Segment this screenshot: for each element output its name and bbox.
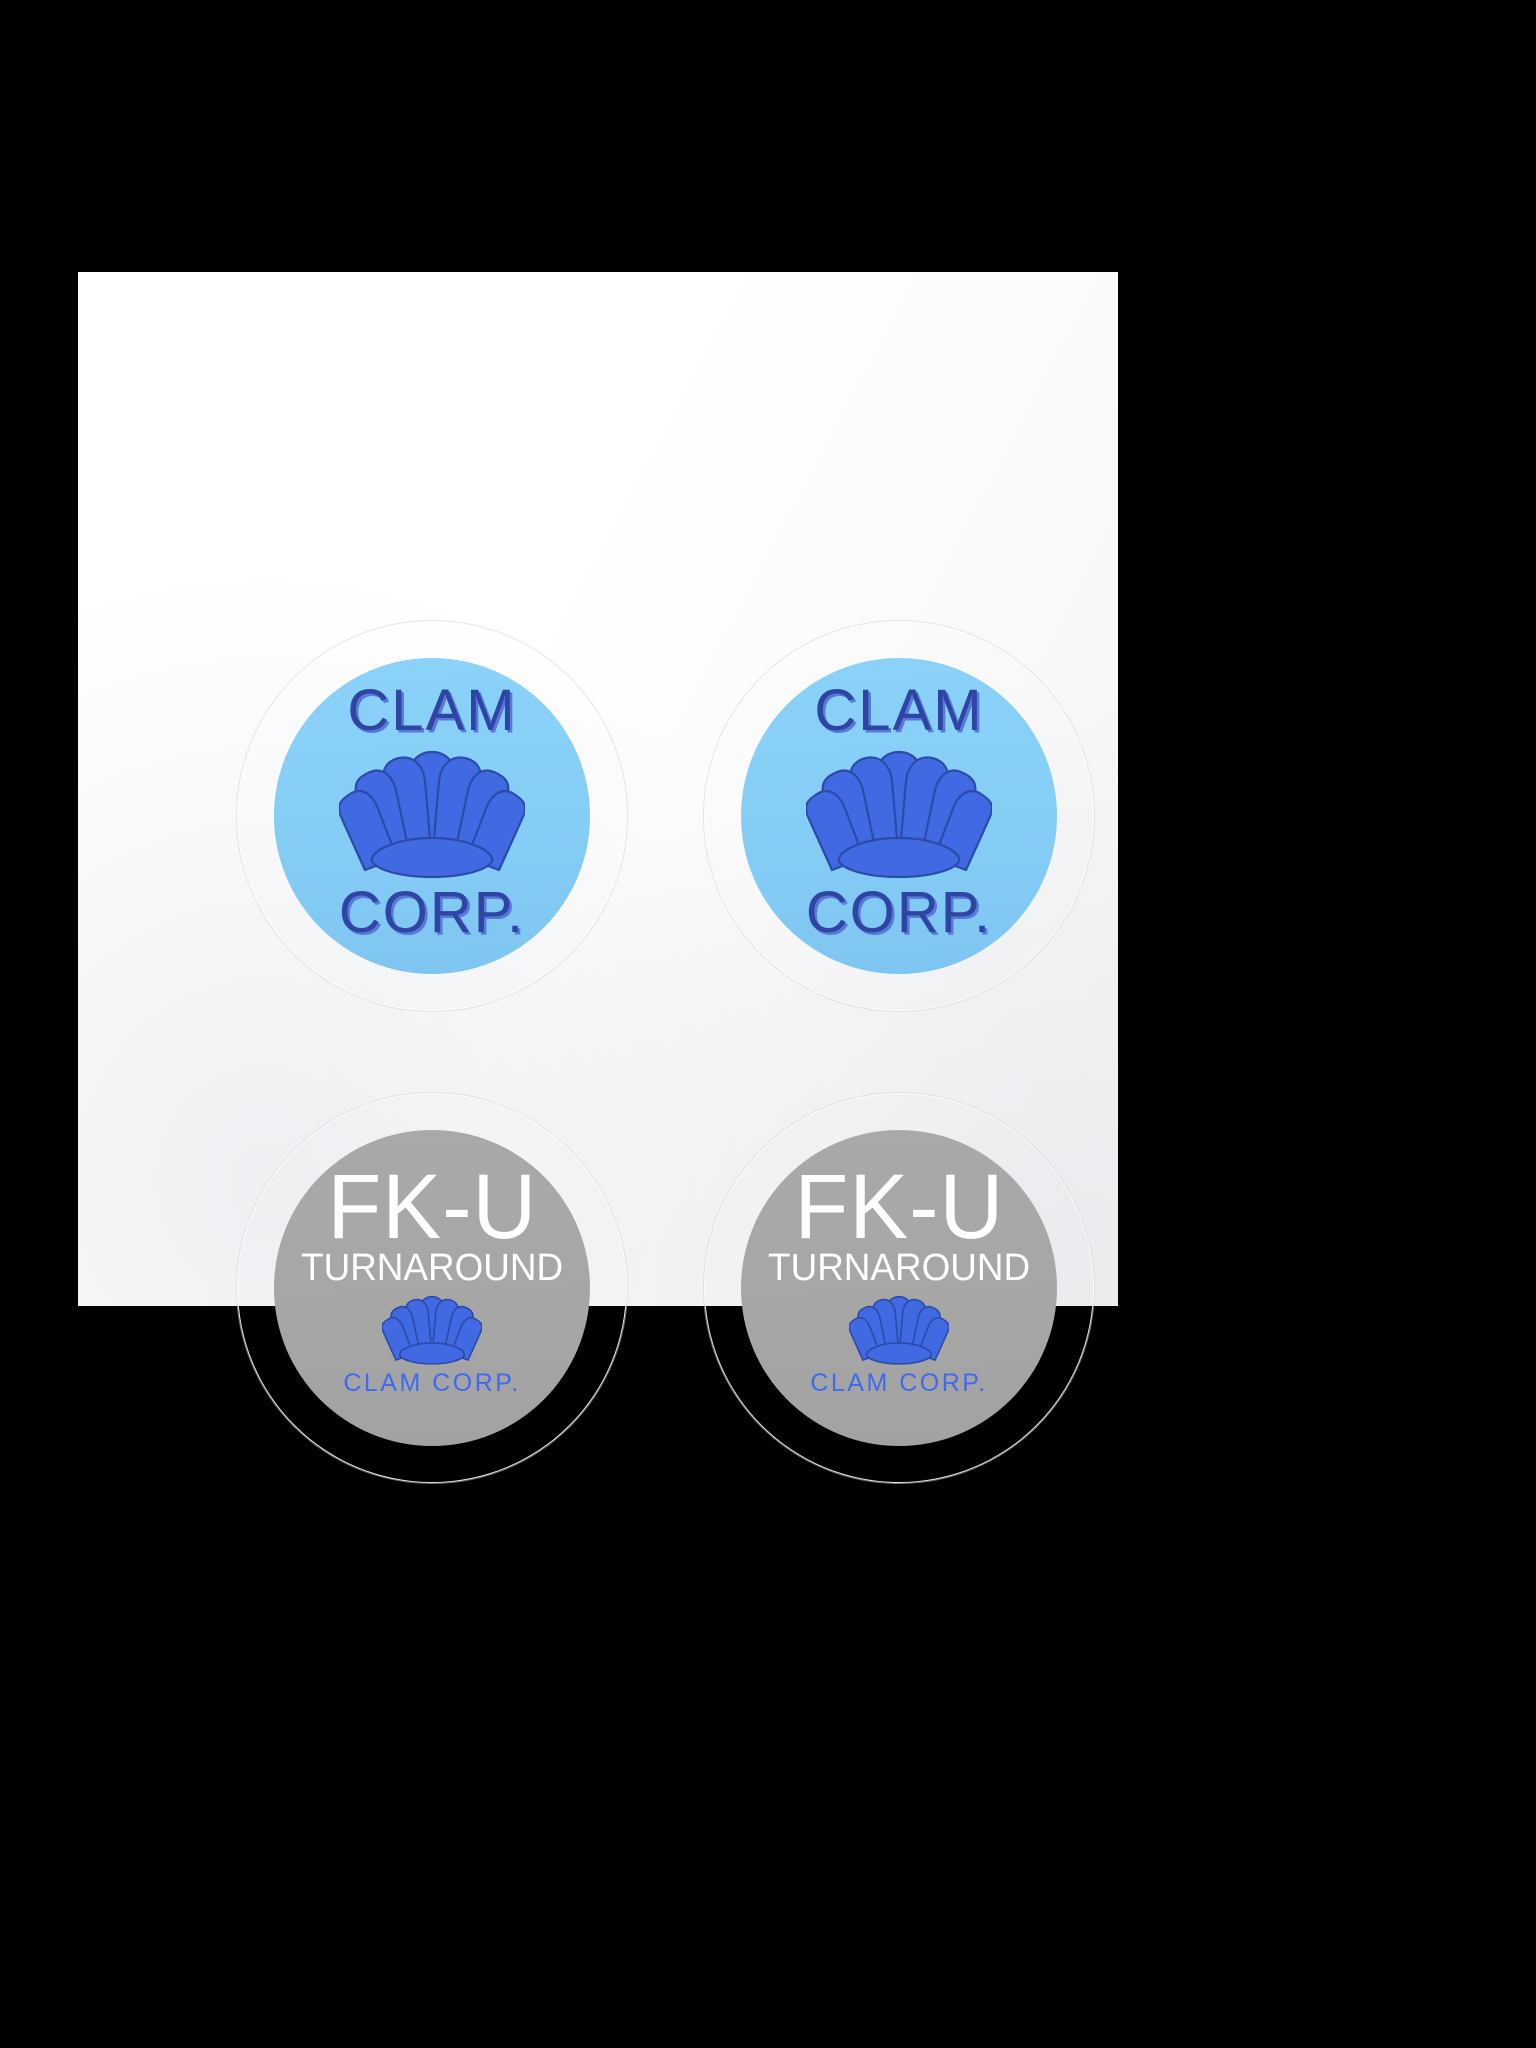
sticker-disc: FK-U TURNAROUND	[741, 1130, 1057, 1446]
sticker-fk-u-bottom-right[interactable]: FK-U TURNAROUND	[703, 1092, 1095, 1484]
fk-u-headline: FK-U	[327, 1156, 537, 1258]
fk-u-footer-label: CLAM CORP.	[343, 1369, 521, 1398]
fk-u-artwork: FK-U TURNAROUND	[274, 1130, 590, 1446]
scallop-shell-icon	[849, 1293, 949, 1367]
scallop-shell-svg	[849, 1295, 949, 1365]
fk-u-headline: FK-U	[794, 1156, 1004, 1258]
sticker-disc: FK-U TURNAROUND	[274, 1130, 590, 1446]
scallop-shell-icon	[339, 746, 525, 882]
die-cut-outline	[703, 1092, 1095, 1484]
scallop-shell-svg	[382, 1295, 482, 1365]
fk-u-footer-label: CLAM CORP.	[810, 1369, 988, 1398]
sticker-clam-corp-top-left[interactable]: CLAM	[236, 620, 628, 1012]
sticker-disc: CLAM	[274, 658, 590, 974]
sticker-grid: CLAM	[78, 272, 1118, 1484]
clam-top-label: CLAM	[347, 678, 517, 743]
clam-top-label: CLAM	[814, 678, 984, 743]
clam-bottom-label: CORP.	[805, 880, 993, 945]
scallop-shell-svg	[339, 750, 525, 879]
clam-corp-artwork: CLAM	[274, 658, 590, 974]
clam-corp-artwork: CLAM	[741, 658, 1057, 974]
sticker-fk-u-bottom-left[interactable]: FK-U TURNAROUND	[236, 1092, 628, 1484]
die-cut-outline	[703, 620, 1095, 1012]
fk-u-subhead: TURNAROUND	[300, 1247, 564, 1290]
sticker-clam-corp-top-right[interactable]: CLAM	[703, 620, 1095, 1012]
fk-u-subhead: TURNAROUND	[767, 1247, 1031, 1290]
die-cut-outline	[236, 620, 628, 1012]
fk-u-artwork: FK-U TURNAROUND	[741, 1130, 1057, 1446]
die-cut-outline	[236, 1092, 628, 1484]
sticker-disc: CLAM	[741, 658, 1057, 974]
scallop-shell-svg	[806, 750, 992, 879]
scallop-shell-icon	[806, 746, 992, 882]
scallop-shell-icon	[382, 1293, 482, 1367]
sticker-sheet: CLAM	[78, 272, 1118, 1484]
clam-bottom-label: CORP.	[338, 880, 526, 945]
